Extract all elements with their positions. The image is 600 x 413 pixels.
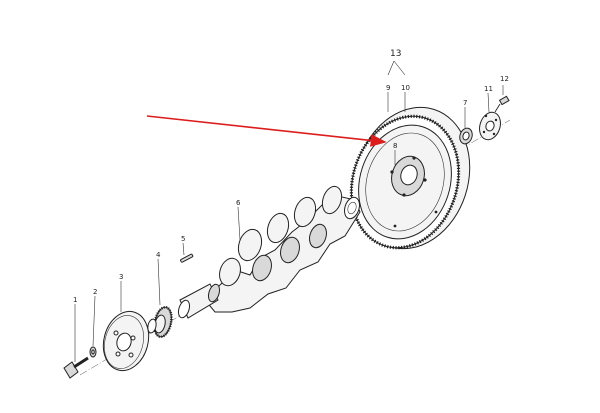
label-2: 2 <box>93 288 97 296</box>
crank-bolt <box>63 356 89 379</box>
crank-web-3 <box>293 196 317 228</box>
washer <box>89 346 97 358</box>
label-11: 11 <box>484 85 493 93</box>
pointer-arrow <box>146 115 387 147</box>
crank-web-1 <box>237 228 263 262</box>
label-5: 5 <box>181 235 185 243</box>
flywheel <box>349 106 471 250</box>
label-12: 12 <box>500 75 509 83</box>
pilot-bearing <box>459 127 473 145</box>
label-4: 4 <box>156 251 161 259</box>
crank-nose <box>177 299 191 319</box>
label-13: 13 <box>390 49 401 59</box>
flange-bolt <box>494 95 510 113</box>
crankshaft <box>177 185 361 319</box>
label-9: 9 <box>386 84 390 92</box>
label-8: 8 <box>393 142 397 150</box>
crank-web-5 <box>219 257 241 287</box>
label-1: 1 <box>73 296 77 304</box>
crank-pulley <box>102 310 150 372</box>
leader-lines <box>74 60 504 362</box>
crank-web-2 <box>266 212 290 244</box>
label-10: 10 <box>401 84 410 92</box>
label-6: 6 <box>236 199 241 207</box>
crank-web-4 <box>321 185 343 215</box>
ring-gear-teeth <box>349 114 461 250</box>
label-7: 7 <box>463 99 467 107</box>
crank-rear-flange <box>344 196 360 220</box>
label-3: 3 <box>119 273 123 281</box>
timing-gear <box>147 305 173 339</box>
flange-plate <box>479 111 501 141</box>
woodruff-key <box>180 253 194 263</box>
